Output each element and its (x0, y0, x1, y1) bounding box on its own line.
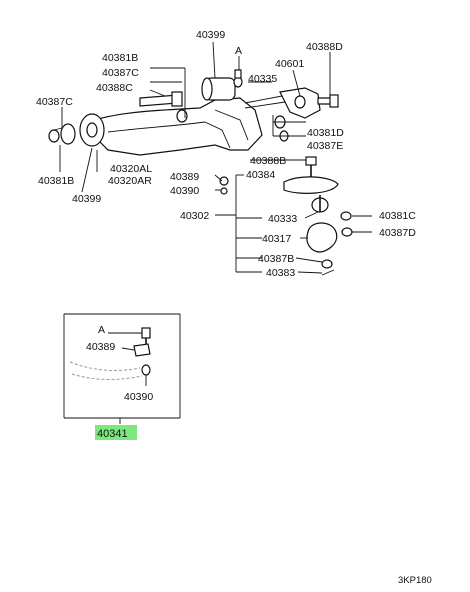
label-40381d: 40381D (307, 127, 344, 139)
label-ref-a-inset: A (98, 324, 105, 336)
label-40389-inset: 40389 (86, 341, 115, 353)
lower-arm-drawing (48, 69, 353, 276)
label-40399-bottom: 40399 (72, 193, 101, 205)
label-40387c-left: 40387C (36, 96, 73, 108)
label-40389-top: 40389 (170, 171, 199, 183)
label-40384: 40384 (246, 169, 275, 181)
label-40383: 40383 (266, 267, 295, 279)
label-40387b: 40387B (258, 253, 294, 265)
diagram-code: 3KP180 (398, 575, 432, 586)
label-40387d: 40387D (379, 227, 416, 239)
part-labels: 40399 A 40388D 40381B 40601 40387C 40335… (36, 29, 432, 586)
label-40302: 40302 (180, 210, 209, 222)
label-40390-inset: 40390 (124, 391, 153, 403)
label-40381b-top: 40381B (102, 52, 138, 64)
label-40388b: 40388B (250, 155, 286, 167)
label-40381b-left: 40381B (38, 175, 74, 187)
label-40388c: 40388C (96, 82, 133, 94)
label-40341[interactable]: 40341 (97, 428, 128, 440)
inset-box (63, 313, 181, 424)
label-40388d: 40388D (306, 41, 343, 53)
label-40381c: 40381C (379, 210, 416, 222)
label-40387c-top: 40387C (102, 67, 139, 79)
leader-lines (53, 41, 372, 274)
highlight-40341 (95, 425, 137, 440)
label-40333: 40333 (268, 213, 297, 225)
label-40320ar: 40320AR (108, 175, 152, 187)
label-40335: 40335 (248, 73, 277, 85)
label-40390-top: 40390 (170, 185, 199, 197)
label-40387e: 40387E (307, 140, 343, 152)
label-ref-a-top: A (235, 45, 242, 57)
label-40317: 40317 (262, 233, 291, 245)
label-40601: 40601 (275, 58, 304, 70)
label-40399-top: 40399 (196, 29, 225, 41)
label-40320al: 40320AL (110, 163, 152, 175)
